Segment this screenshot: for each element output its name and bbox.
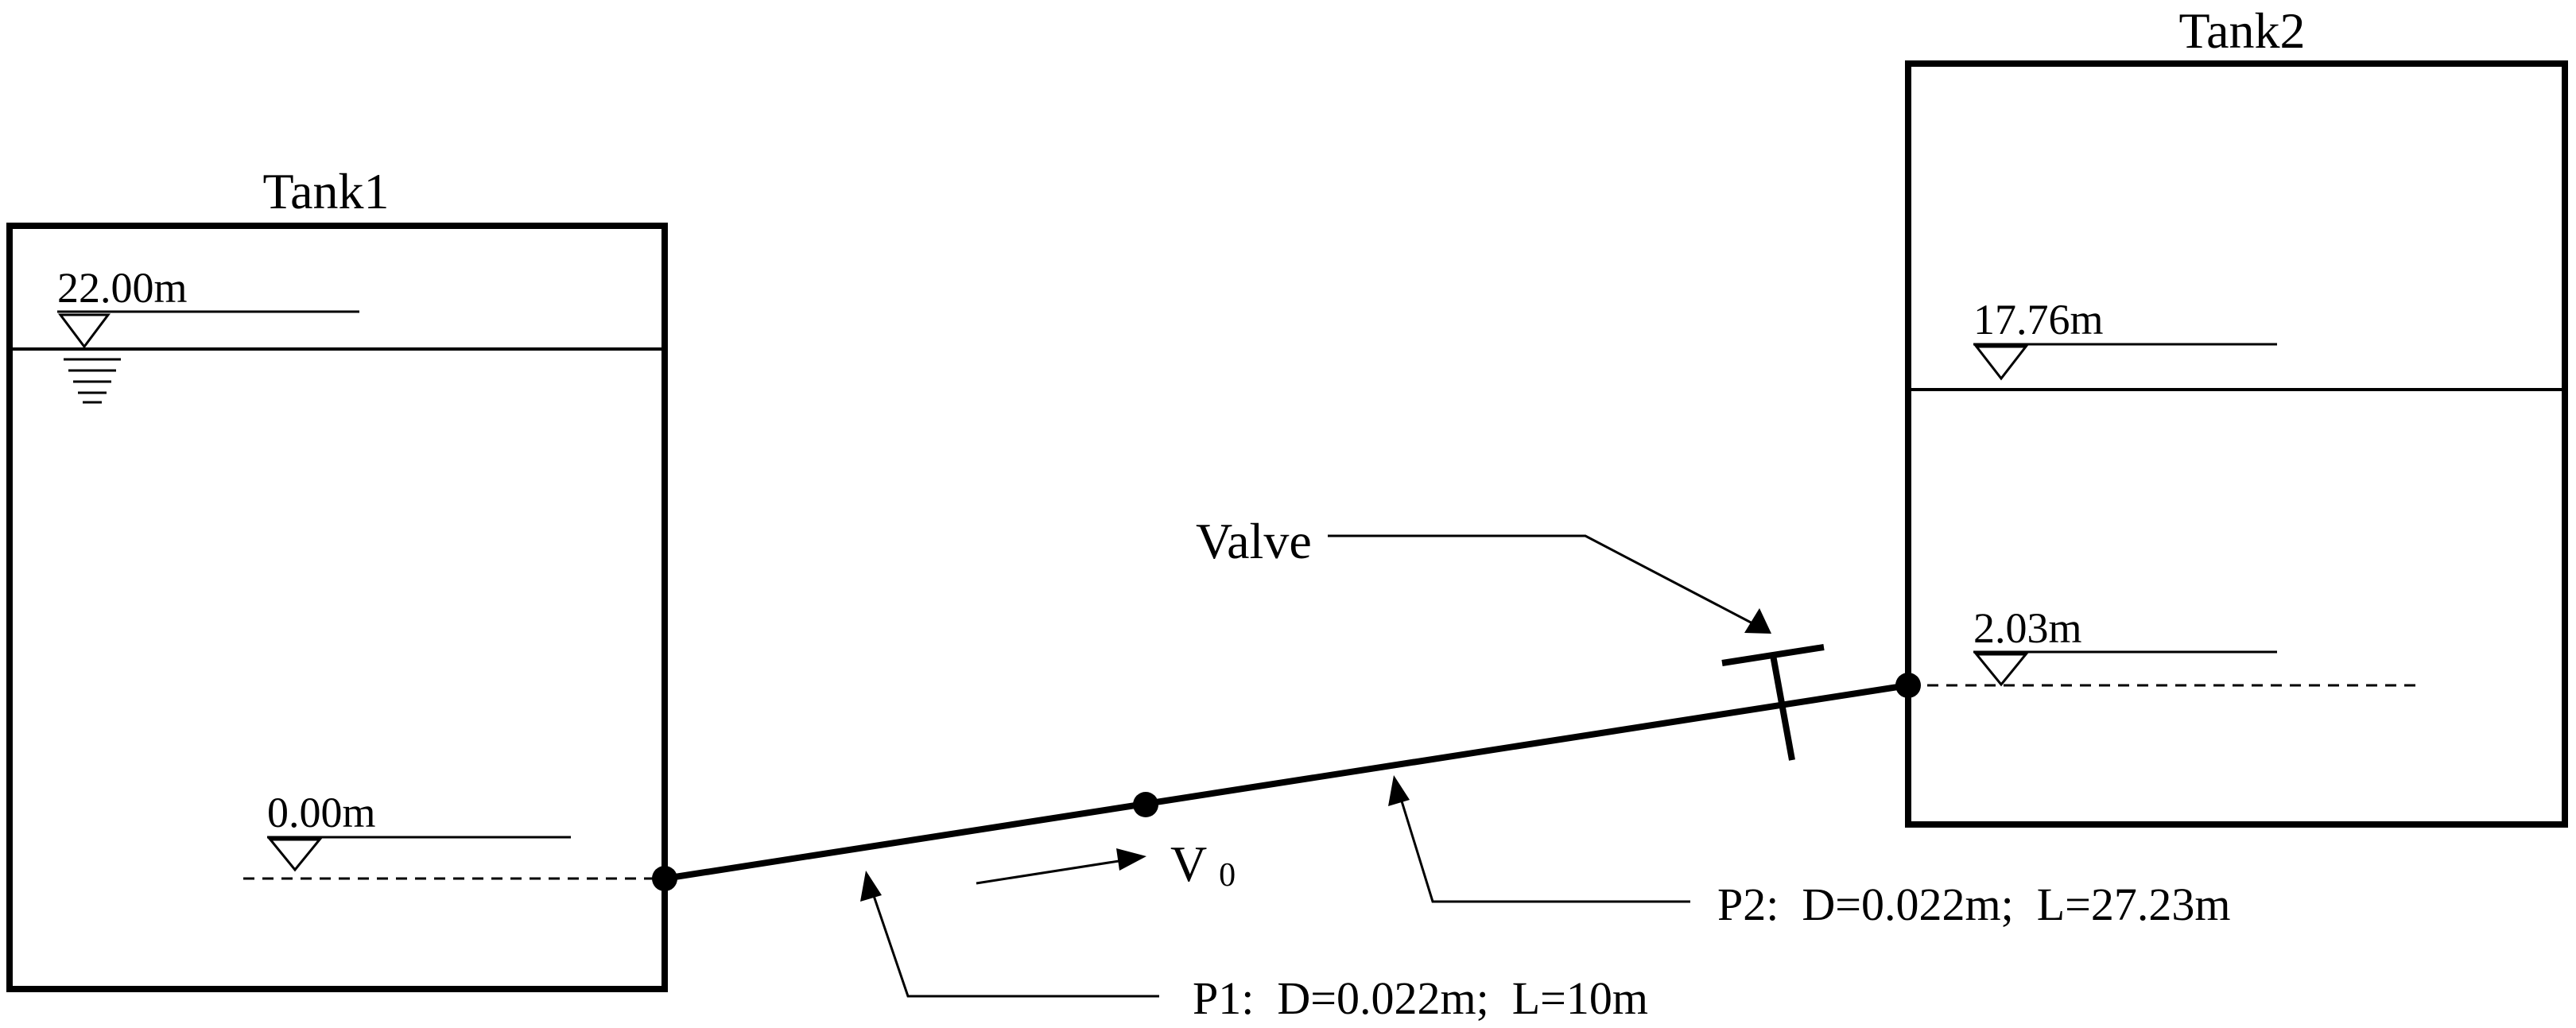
node-junction: [1133, 792, 1158, 817]
tank1-water-level-label: 22.00m: [57, 264, 188, 312]
node-tank1-outlet: [652, 866, 677, 891]
pipe2-leader-line: [1398, 793, 1690, 903]
tank2-bottom-level-label: 2.03m: [1973, 604, 2082, 652]
pipe1-leader-line: [870, 888, 1159, 998]
pipe2-label: P2: D=0.022m; L=27.23m: [1717, 879, 2230, 930]
tank2-water-level-label: 17.76m: [1973, 296, 2104, 343]
pipe2-leader-arrowhead: [1388, 775, 1410, 806]
velocity-subscript: 0: [1219, 857, 1236, 894]
tank1: Tank1 22.00m 0.00m: [6, 163, 668, 992]
tank2-bottom-level-marker: [1973, 653, 2029, 687]
pipe-line: [664, 682, 1909, 882]
tank1-bottom-level-marker: [267, 838, 323, 872]
tank1-bottom-level-label: 0.00m: [267, 789, 376, 836]
tank2-title: Tank2: [2178, 2, 2305, 59]
pipe1-leader-arrowhead: [860, 871, 882, 902]
water-hatch-icon: [64, 358, 121, 404]
tank2-water-level-marker: [1973, 345, 2029, 381]
valve-icon: [1721, 644, 1825, 761]
valve-leader-arrowhead: [1744, 608, 1771, 634]
tank2: Tank2 17.76m 2.03m: [1905, 2, 2568, 828]
tank1-title: Tank1: [262, 163, 389, 219]
velocity-label: V 0: [1170, 836, 1236, 894]
valve-label: Valve: [1196, 513, 1312, 569]
velocity-symbol: V: [1170, 836, 1207, 892]
tank1-water-level-marker: [58, 313, 111, 349]
tank2-outline: [1905, 60, 2568, 828]
tank1-outline: [6, 223, 668, 992]
node-tank2-inlet: [1895, 673, 1921, 698]
pipe1-label: P1: D=0.022m; L=10m: [1193, 972, 1648, 1024]
velocity-arrow-shaft: [976, 858, 1130, 885]
valve-leader-line: [1328, 534, 1756, 626]
velocity-arrowhead: [1116, 848, 1146, 871]
